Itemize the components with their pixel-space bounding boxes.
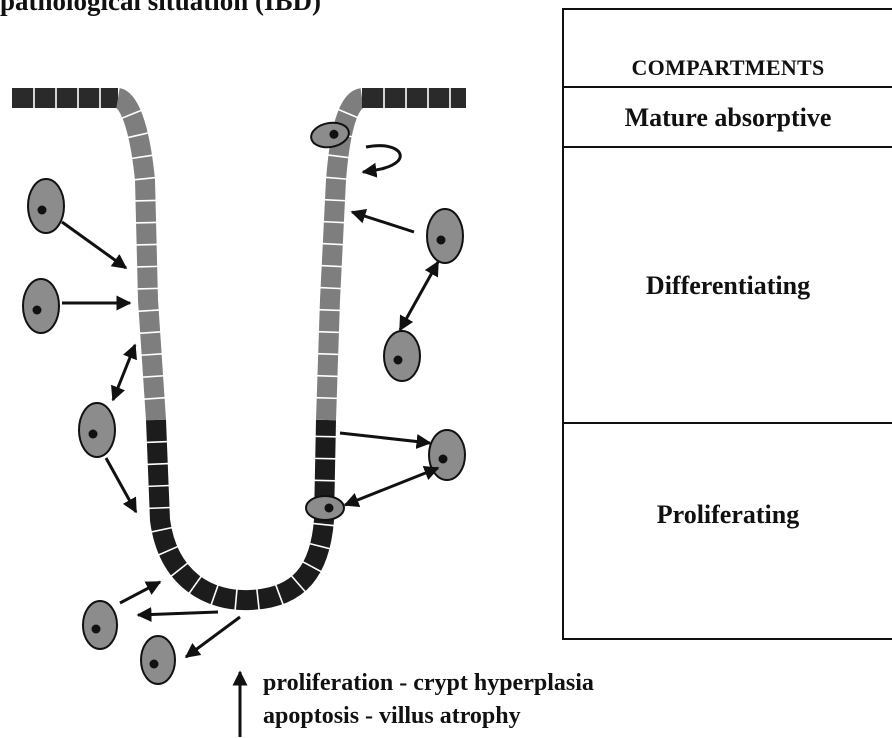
cell [306, 496, 344, 520]
cell-boundary [136, 266, 158, 267]
cell-boundary [146, 442, 168, 443]
arrow [352, 212, 414, 232]
cell [28, 179, 64, 233]
cell-boundary [324, 200, 346, 201]
compartment-differentiating: Differentiating [564, 146, 892, 424]
cell-nucleus [439, 455, 448, 464]
double-arrow [113, 345, 135, 400]
compartment-proliferating: Proliferating [564, 422, 892, 606]
cell-boundary [148, 486, 170, 487]
cell-boundary [317, 354, 339, 355]
cell-body [384, 331, 420, 381]
cell [83, 601, 117, 649]
caption-apoptosis: apoptosis - villus atrophy [263, 703, 521, 730]
cell-nucleus [33, 306, 42, 315]
rotation-arrow [363, 146, 400, 172]
cell-boundary [147, 464, 169, 465]
cell [427, 209, 463, 263]
cell [429, 430, 465, 480]
cell-nucleus [394, 356, 403, 365]
arrow [138, 612, 218, 615]
cell-body [28, 179, 64, 233]
cell-boundary [135, 222, 157, 223]
cell-boundary [137, 288, 159, 289]
arrow [120, 582, 160, 603]
cell-boundary [316, 376, 338, 377]
cell-boundary [318, 332, 340, 333]
cell-boundary [136, 244, 158, 245]
cell-nucleus [150, 660, 159, 669]
cell-boundary [320, 288, 342, 289]
cell-body [427, 209, 463, 263]
compartments-panel: COMPARTMENTS Mature absorptive Different… [562, 8, 892, 640]
cell-boundary [321, 266, 343, 267]
cell-body [83, 601, 117, 649]
arrow [106, 458, 136, 512]
cell-nucleus [92, 625, 101, 634]
double-arrow [400, 262, 438, 330]
cell [23, 279, 59, 333]
caption-proliferation: proliferation - crypt hyperplasia [263, 670, 594, 697]
cell-boundary [149, 507, 171, 508]
cell-boundary [322, 244, 344, 245]
cell [79, 403, 115, 457]
crypt-base-proliferating [156, 420, 326, 600]
cell-body [141, 636, 175, 684]
compartment-mature-absorptive: Mature absorptive [564, 86, 892, 148]
cell-body [79, 403, 115, 457]
arrow [186, 617, 240, 657]
cell-nucleus [38, 206, 47, 215]
cell [141, 636, 175, 684]
compartments-header: COMPARTMENTS [564, 50, 892, 86]
cell-nucleus [325, 504, 334, 513]
cell [384, 331, 420, 381]
cell-boundary [316, 398, 338, 399]
cell-body [23, 279, 59, 333]
arrow [340, 433, 430, 443]
cell-boundary [135, 200, 157, 201]
cell-boundary [319, 310, 341, 311]
cell-body [429, 430, 465, 480]
cell-nucleus [437, 236, 446, 245]
cell-nucleus [89, 430, 98, 439]
cell-boundary [323, 222, 345, 223]
double-arrow [345, 468, 438, 505]
arrow [62, 222, 126, 268]
